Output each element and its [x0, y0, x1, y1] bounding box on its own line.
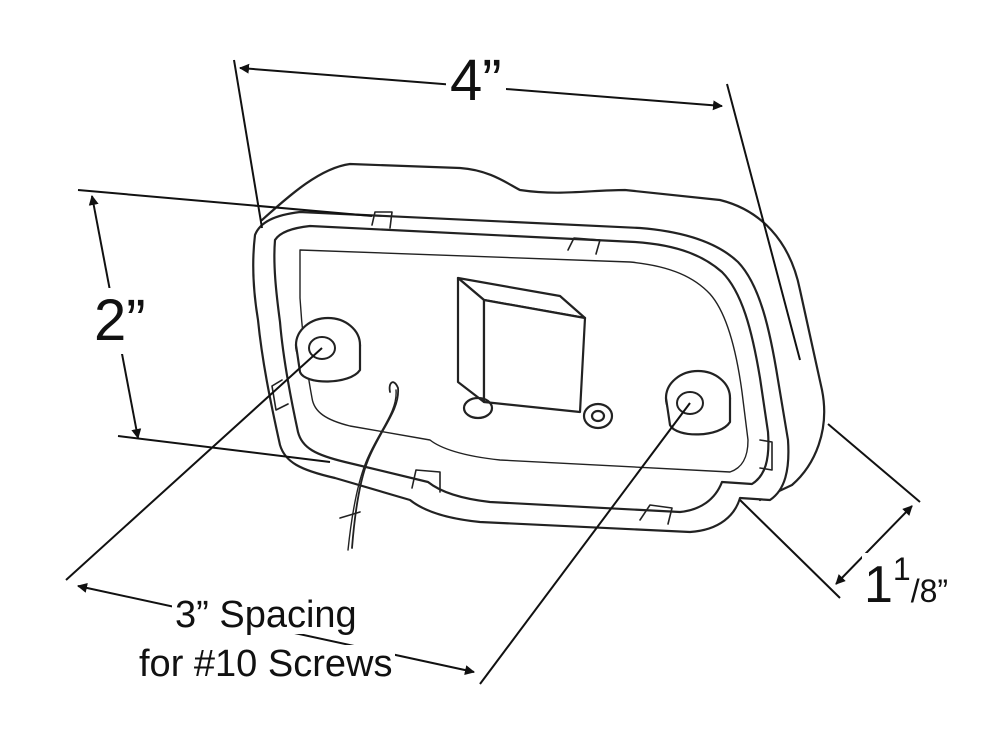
height-extension-top [77, 189, 373, 217]
depth-extension-bottom [739, 499, 841, 599]
spacing-note-line2: for #10 Screws [136, 645, 396, 683]
lamp-housing [252, 162, 826, 551]
depth-extension-top [827, 423, 921, 503]
depth-dimension-label: 11/8” [862, 551, 951, 614]
screw-leader-left [65, 347, 323, 581]
height-extension-bottom [117, 435, 331, 463]
width-dimension-label: 4” [446, 52, 506, 110]
width-extension-left [233, 59, 263, 229]
depth-denominator: 8” [919, 573, 949, 609]
height-dimension-label: 2” [94, 288, 146, 354]
depth-dimension-line [835, 505, 913, 585]
screw-leader-right [479, 402, 691, 685]
spacing-note-line1: 3” Spacing [172, 596, 360, 634]
depth-whole: 1 [864, 556, 893, 614]
depth-numerator: 1 [892, 551, 911, 587]
width-extension-right [726, 83, 801, 361]
